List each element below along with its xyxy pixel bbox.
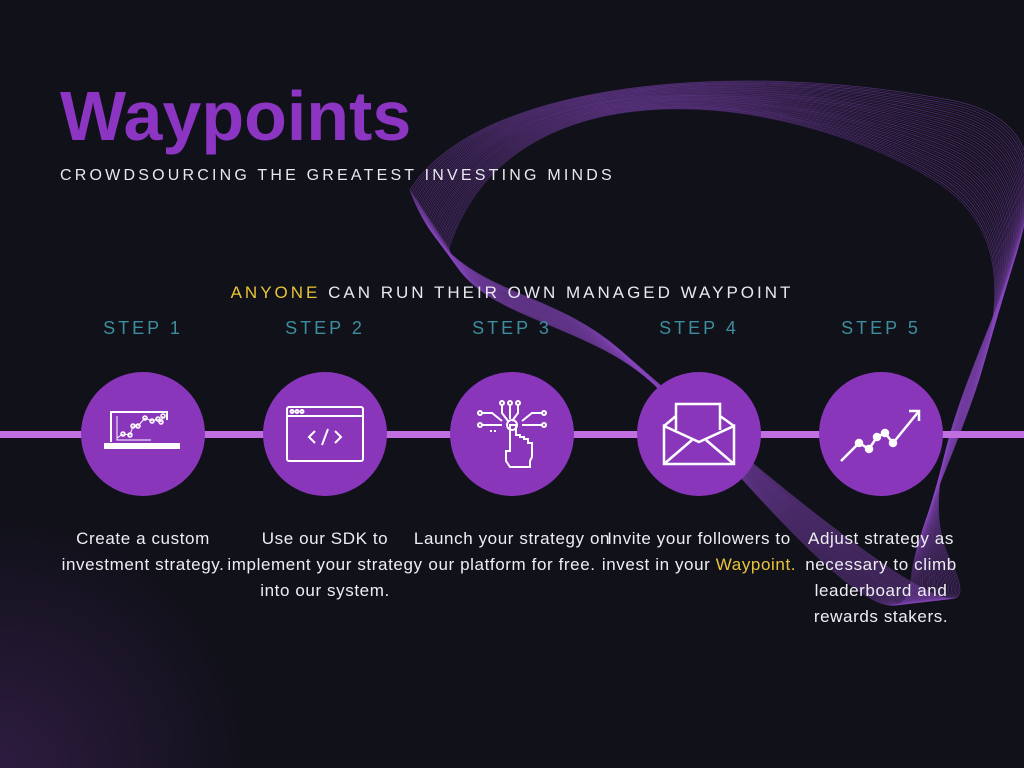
- wave-line: [430, 97, 1011, 603]
- wave-line: [447, 107, 996, 606]
- step-5: STEP 5 Adjust strategy as necessary to c…: [781, 0, 981, 626]
- wave-line: [409, 80, 1024, 599]
- wave-line: [433, 99, 1009, 603]
- wave-line: [428, 95, 1013, 603]
- step-label: STEP 1: [103, 318, 183, 338]
- envelope-icon: [662, 402, 736, 466]
- wave-line: [420, 89, 1021, 601]
- step-description: Use our SDK to implement your strategy i…: [227, 529, 423, 600]
- step-2: STEP 2 Use our SDK to implement your str…: [225, 0, 425, 600]
- step-description: Launch your strategy on our platform for…: [413, 529, 611, 574]
- wave-line: [434, 99, 1008, 604]
- wave-line: [429, 96, 1012, 603]
- wave-line: [413, 84, 1024, 600]
- wave-line: [422, 91, 1019, 602]
- wave-line: [412, 83, 1024, 600]
- step-icon-circle: [263, 372, 387, 496]
- step-icon-circle: [819, 372, 943, 496]
- step-description: Create a custom investment strategy.: [61, 529, 225, 574]
- step-label: STEP 4: [659, 318, 739, 338]
- wave-line: [448, 108, 995, 606]
- wave-line: [426, 94, 1015, 602]
- wave-line: [419, 89, 1021, 601]
- wave-line: [421, 90, 1020, 602]
- step-icon-circle: [81, 372, 205, 496]
- wave-line: [439, 103, 1003, 605]
- wave-line: [443, 105, 1000, 605]
- step-label: STEP 3: [472, 318, 552, 338]
- laptop-chart-icon: [104, 411, 180, 449]
- corner-glow: [0, 518, 250, 768]
- wave-line: [444, 106, 999, 606]
- step-4: STEP 4 Invite your followers to invest i…: [599, 0, 799, 574]
- wave-line: [410, 81, 1024, 600]
- wave-line: [411, 82, 1024, 600]
- waypoint-highlight: Waypoint.: [715, 555, 797, 574]
- step-3: STEP 3 Launch your strategy on our platf…: [412, 0, 612, 574]
- wave-line: [432, 98, 1010, 603]
- wave-line: [440, 103, 1003, 605]
- wave-line: [427, 95, 1014, 603]
- tagline-text: CAN RUN THEIR OWN MANAGED WAYPOINT: [320, 283, 794, 302]
- wave-line: [424, 92, 1017, 602]
- step-description: Invite your followers to invest in your …: [599, 526, 799, 578]
- wave-line: [414, 85, 1024, 600]
- step-icon-circle: [637, 372, 761, 496]
- wave-line: [437, 101, 1005, 604]
- wave-line: [442, 104, 1001, 605]
- wave-line: [436, 101, 1006, 604]
- wave-line: [446, 107, 997, 606]
- step-description-text: Invite your followers to invest in your: [601, 529, 791, 574]
- wave-line: [425, 93, 1016, 602]
- trending-up-icon: [840, 409, 921, 462]
- wave-line: [438, 102, 1004, 604]
- tagline-highlight: ANYONE: [230, 283, 321, 302]
- wave-line: [415, 85, 1024, 601]
- tagline: ANYONE CAN RUN THEIR OWN MANAGED WAYPOIN…: [0, 283, 1024, 303]
- step-description: Adjust strategy as necessary to climb le…: [805, 529, 957, 626]
- page-subtitle: CROWDSOURCING THE GREATEST INVESTING MIN…: [60, 167, 615, 184]
- wave-line: [416, 86, 1024, 601]
- step-label: STEP 5: [841, 318, 921, 338]
- wave-line: [441, 104, 1002, 605]
- wave-line: [435, 100, 1007, 604]
- code-window-icon: [286, 406, 364, 462]
- step-icon-circle: [450, 372, 574, 496]
- touch-circuit-icon: [477, 400, 547, 468]
- step-label: STEP 2: [285, 318, 365, 338]
- wave-line: [445, 106, 998, 606]
- page-title: Waypoints: [60, 77, 412, 155]
- wave-line: [418, 88, 1022, 601]
- step-1: STEP 1 Create a custom investment strate…: [43, 0, 243, 574]
- wave-line: [431, 97, 1011, 603]
- wave-line: [423, 92, 1018, 602]
- wave-line: [417, 87, 1023, 601]
